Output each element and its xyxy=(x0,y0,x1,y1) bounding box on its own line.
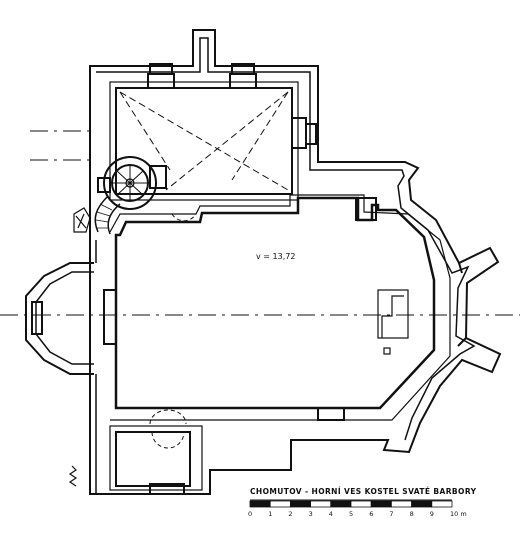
stair-landing xyxy=(149,165,167,189)
choir-hook-2 xyxy=(457,337,467,347)
font-square xyxy=(383,347,391,355)
buttress-north-nave xyxy=(355,197,377,221)
scale-segment xyxy=(370,500,392,508)
scale-segment xyxy=(269,500,291,508)
pulpit-steps xyxy=(381,295,404,338)
scale-tick-label: 8 xyxy=(410,510,414,518)
pulpit xyxy=(377,289,409,339)
south-porch xyxy=(115,431,191,487)
scale-segment xyxy=(330,500,352,508)
scale-segment xyxy=(390,500,412,508)
scale-tick-label: 10 m xyxy=(450,510,467,518)
outer-wall xyxy=(89,29,502,495)
door-swing-south xyxy=(151,431,185,449)
buttress-east-2 xyxy=(305,123,317,145)
vault-rib-2 xyxy=(231,91,289,181)
stair-flight xyxy=(94,195,121,235)
buttress-4 xyxy=(231,63,255,75)
buttress-1 xyxy=(147,73,175,89)
choir-hook-1 xyxy=(458,262,463,274)
nave-wall-outer xyxy=(109,194,451,421)
buttress-east xyxy=(291,117,307,149)
stair-steps xyxy=(112,165,148,201)
scale-tick-label: 6 xyxy=(369,510,373,518)
inner-wall-line xyxy=(96,37,476,441)
height-label: v = 13,72 xyxy=(256,252,295,261)
nave-buttress-south xyxy=(317,407,345,421)
west-portal-hatch xyxy=(75,213,87,229)
scale-segment xyxy=(350,500,372,508)
vault-diagonal-2 xyxy=(165,91,289,191)
scale-segment xyxy=(431,500,453,508)
buttress-3 xyxy=(229,73,257,89)
nave-buttress-west xyxy=(103,289,117,345)
buttress-2 xyxy=(149,63,173,75)
scale-segment xyxy=(249,500,271,508)
scale-tick-label: 9 xyxy=(430,510,434,518)
porch-buttress xyxy=(149,483,185,495)
scale-tick-label: 1 xyxy=(268,510,272,518)
west-chapel-niche xyxy=(31,301,43,335)
drawing-title: CHOMUTOV - HORNÍ VES KOSTEL SVATÉ BARBOR… xyxy=(250,487,477,496)
door-swing-south-2 xyxy=(149,409,187,425)
vault-rib-1 xyxy=(119,91,171,171)
stair-steps-flight xyxy=(95,203,113,229)
scale-segment xyxy=(411,500,433,508)
scale-tick-label: 0 xyxy=(248,510,252,518)
spiral-stair-outer xyxy=(103,156,157,210)
scale-segment xyxy=(289,500,311,508)
west-portal xyxy=(73,207,91,233)
west-chapel-inner xyxy=(35,271,94,365)
nave-wall xyxy=(114,196,436,410)
sacristy xyxy=(115,87,293,195)
scale-segment xyxy=(310,500,332,508)
south-porch-outline xyxy=(109,425,203,491)
scale-tick-label: 4 xyxy=(329,510,333,518)
stair-entry xyxy=(97,177,111,193)
west-ground-hatch xyxy=(68,465,78,487)
door-swing-north xyxy=(171,213,197,222)
scale-bar: 0 1 2 3 4 5 6 7 8 9 10 m xyxy=(248,499,467,518)
west-chapel xyxy=(25,262,94,375)
sacristy-outline xyxy=(109,81,299,201)
scale-tick-label: 7 xyxy=(389,510,393,518)
scale-tick-label: 5 xyxy=(349,510,353,518)
scale-tick-label: 3 xyxy=(309,510,313,518)
west-wall xyxy=(89,66,97,494)
scale-tick-label: 2 xyxy=(288,510,292,518)
